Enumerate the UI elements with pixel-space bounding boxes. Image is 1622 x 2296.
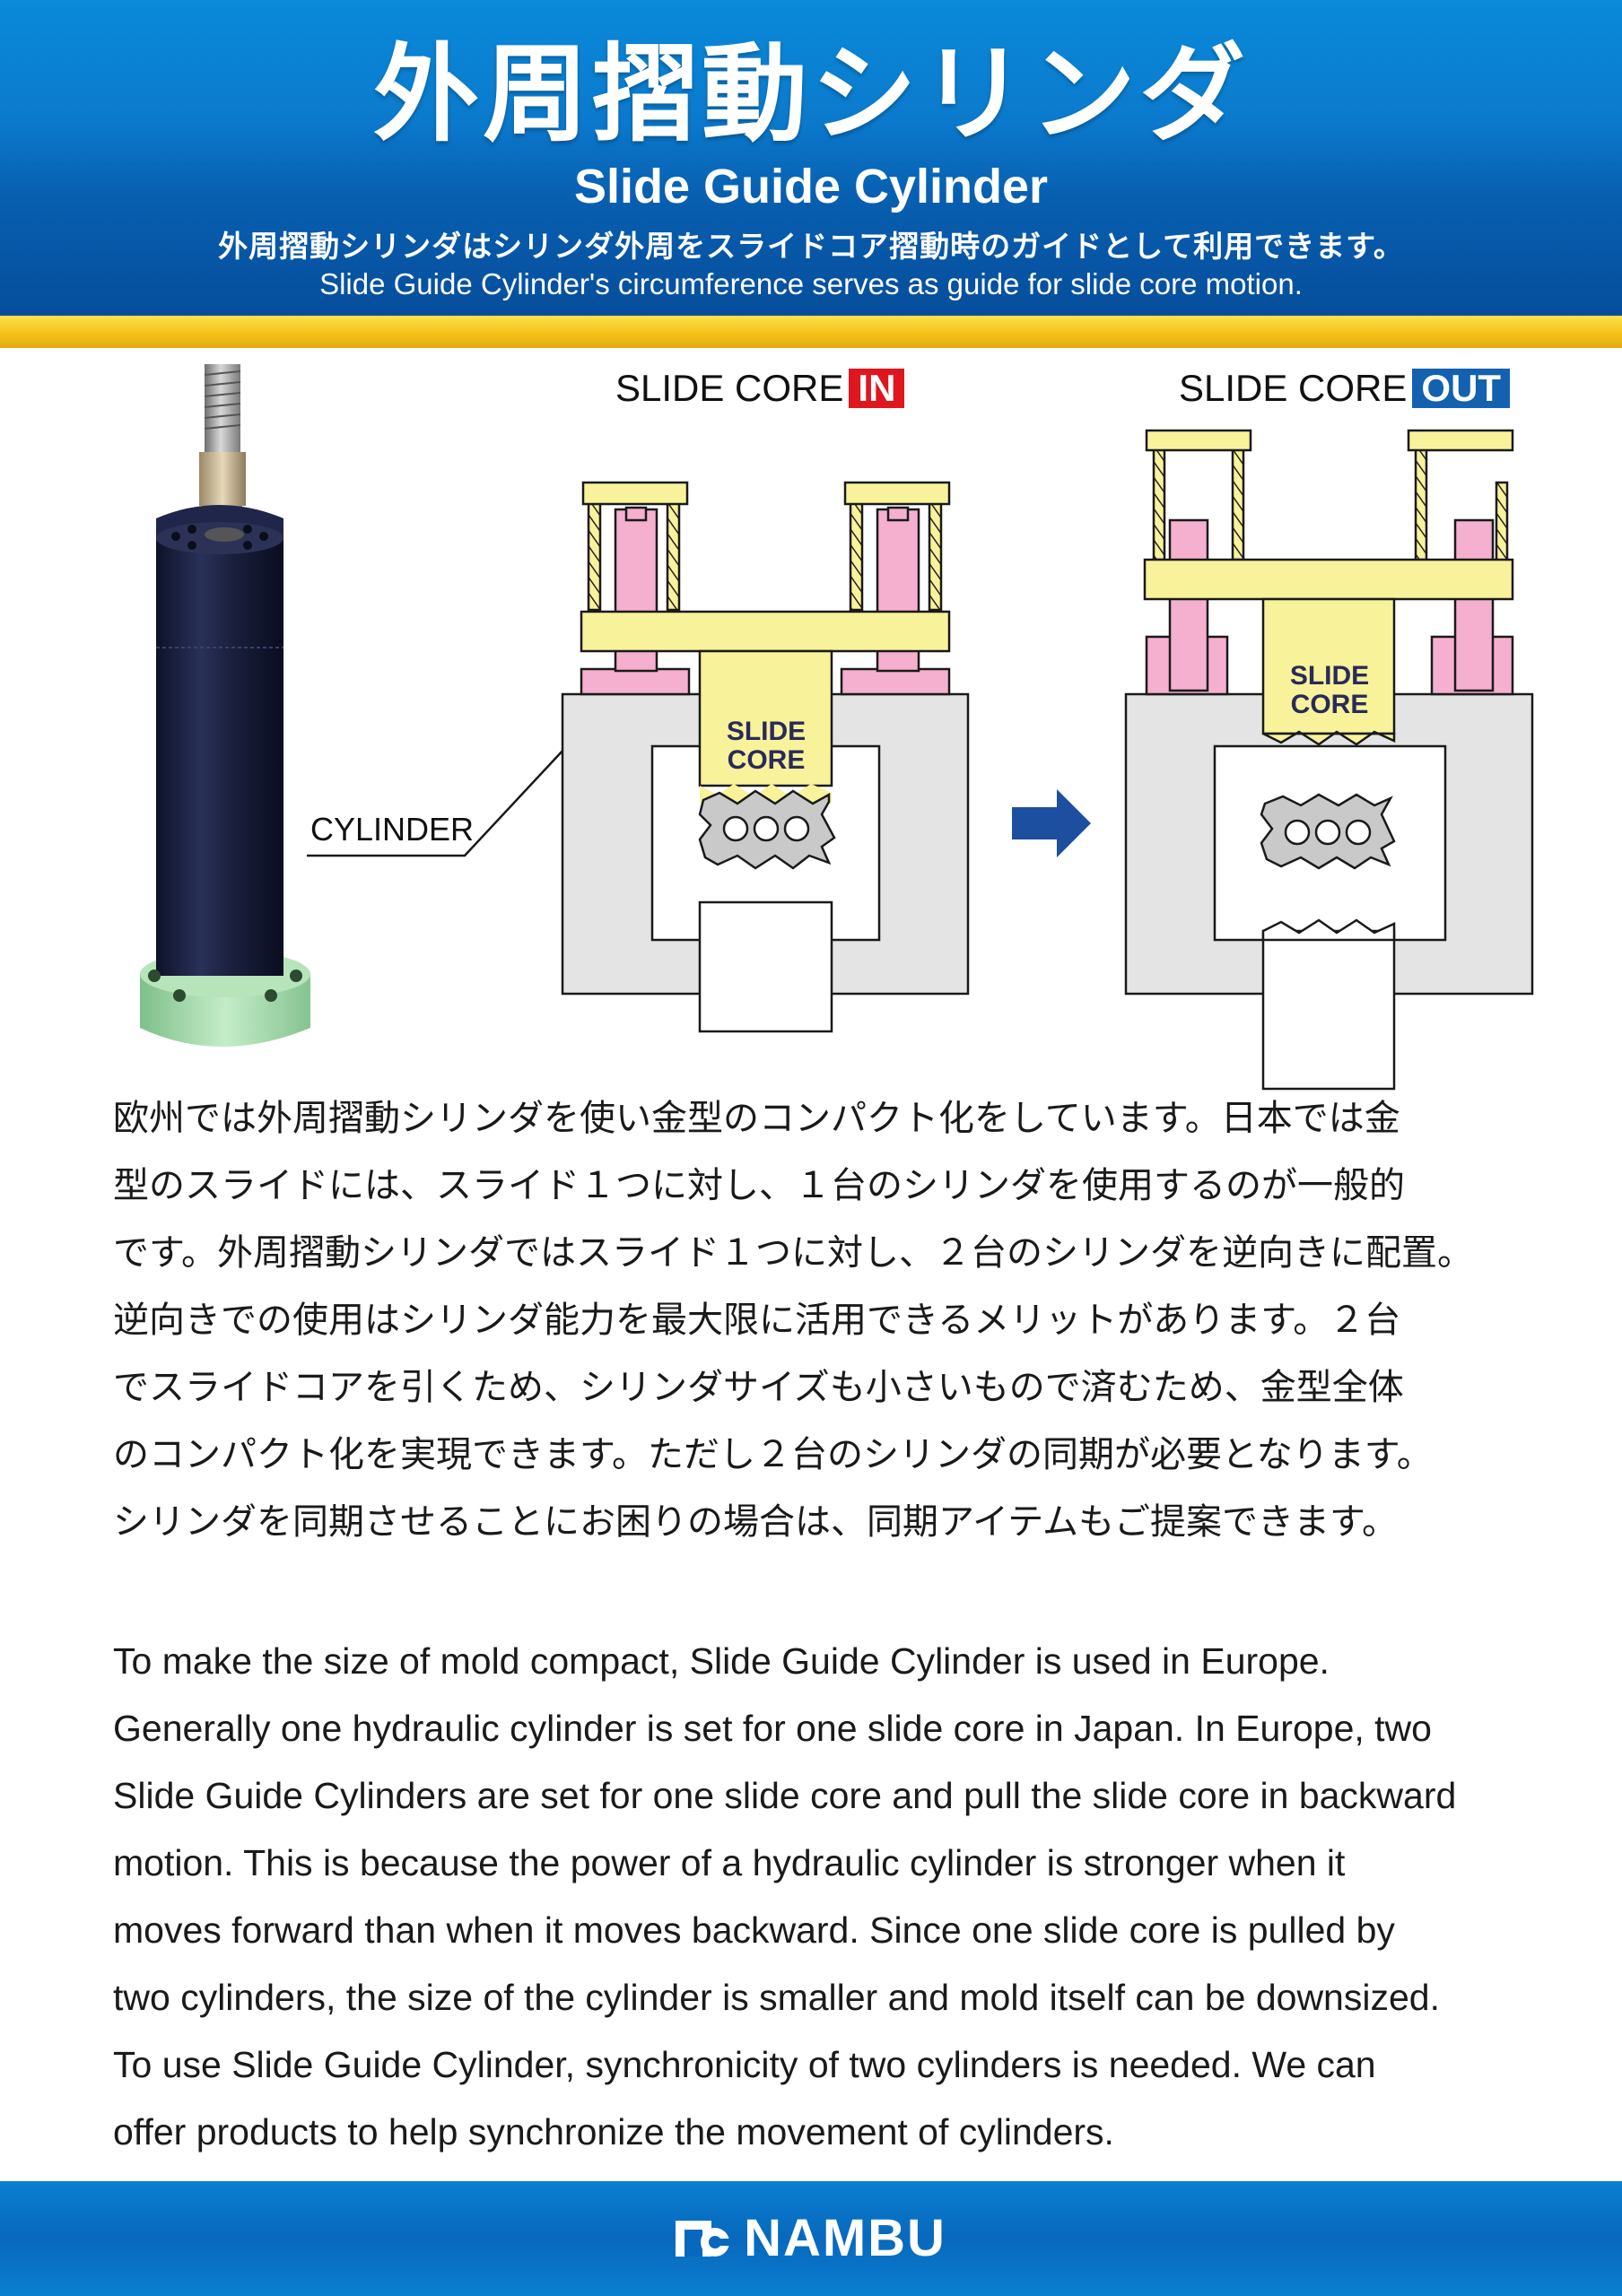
panel-out-diagram (1124, 429, 1534, 1091)
panel-out-tag: OUT (1412, 369, 1511, 408)
subtitle-en: Slide Guide Cylinder's circumference ser… (319, 267, 1303, 300)
body-jp-line: です。外周摺動シリンダではスライド１つに対し、２台のシリンダを逆向きに配置。 (113, 1232, 1473, 1274)
slide-core-label-in-line1: SLIDE (726, 717, 807, 746)
body-en-line: offer products to help synchronize the m… (113, 2111, 1114, 2152)
cylinder-label: CYLINDER (310, 811, 475, 848)
body-jp-line: 欧州では外周摺動シリンダを使い金型のコンパクト化をしています。日本では金 (113, 1098, 1400, 1139)
slide-core-label-out-line2: CORE (1290, 690, 1369, 719)
slide-core-label-in-line2: CORE (727, 745, 806, 775)
panel-in-tag: IN (849, 369, 905, 408)
diagram-svg (140, 364, 1534, 1091)
header-banner: 外周摺動シリンダ Slide Guide Cylinder 外周摺動シリンダはシ… (0, 0, 1622, 316)
company-logo: NAMBU (0, 2212, 1622, 2266)
body-text-en: To make the size of mold compact, Slide … (113, 1628, 1548, 2166)
slide-core-label-out: SLIDE CORE (1281, 662, 1378, 719)
header-accent-bar (0, 316, 1622, 348)
body-en-line: moves forward than when it moves backwar… (113, 1909, 1395, 1951)
body-jp-line: でスライドコアを引くため、シリンダサイズも小さいもので済むため、金型全体 (113, 1367, 1404, 1408)
body-jp-line: シリンダを同期させることにお困りの場合は、同期アイテムもご提案できます。 (113, 1501, 1398, 1543)
panel-out-label-text: SLIDE CORE (1179, 367, 1408, 409)
slide-core-label-out-line1: SLIDE (1289, 661, 1370, 691)
logo-text: NAMBU (744, 2209, 946, 2267)
slide-core-label-in: SLIDE CORE (718, 718, 815, 775)
page-title-jp: 外周摺動シリンダ (372, 32, 1249, 156)
panel-in-diagram (561, 481, 970, 1033)
body-en-line: motion. This is because the power of a h… (113, 1842, 1346, 1883)
page-title-en: Slide Guide Cylinder (573, 160, 1049, 213)
body-en-line: Slide Guide Cylinders are set for one sl… (113, 1775, 1457, 1816)
body-jp-line: のコンパクト化を実現できます。ただし２台のシリンダの同期が必要となります。 (113, 1434, 1433, 1475)
body-en-line: To make the size of mold compact, Slide … (113, 1640, 1330, 1682)
body-en-line: To use Slide Guide Cylinder, synchronici… (113, 2044, 1376, 2085)
cylinder-product-image (140, 364, 310, 1047)
panel-in-label-text: SLIDE CORE (615, 367, 844, 409)
body-en-line: two cylinders, the size of the cylinder … (113, 1977, 1440, 2018)
body-jp-line: 逆向きでの使用はシリンダ能力を最大限に活用できるメリットがあります。２台 (113, 1300, 1401, 1341)
body-en-line: Generally one hydraulic cylinder is set … (113, 1708, 1432, 1749)
footer-bar: NAMBU (0, 2181, 1622, 2296)
body-text-jp: 欧州では外周摺動シリンダを使い金型のコンパクト化をしています。日本では金 型のス… (113, 1085, 1539, 1556)
subtitle-jp: 外周摺動シリンダはシリンダ外周をスライドコア摺動時のガイドとして利用できます。 (218, 229, 1404, 264)
right-arrow-icon (1012, 789, 1091, 857)
body-jp-line: 型のスライドには、スライド１つに対し、１台のシリンダを使用するのが一般的 (113, 1165, 1405, 1206)
nambu-logo-icon (676, 2220, 736, 2257)
